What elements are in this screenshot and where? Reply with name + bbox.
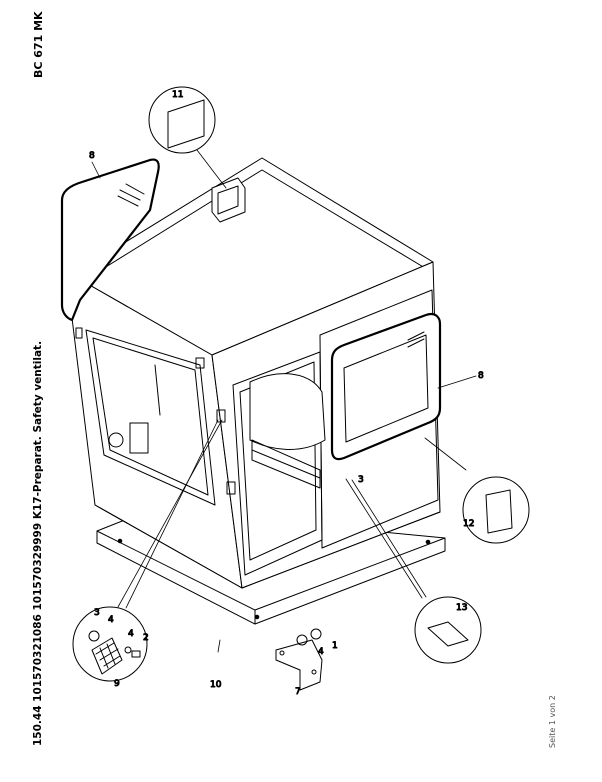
- detail-circle-12: [462, 476, 530, 544]
- callout-9: 9: [114, 679, 120, 689]
- detail-circle-9: [72, 606, 148, 682]
- window-pane-top-left: [60, 158, 160, 322]
- bracket-assembly: [275, 628, 323, 691]
- callout-3: 3: [94, 608, 100, 618]
- detail-circle-13: [414, 596, 482, 664]
- callout-4a: 4: [108, 615, 114, 625]
- callout-8-right: 8: [478, 371, 484, 381]
- cabin-body: [71, 157, 441, 589]
- callout-4c: 4: [318, 647, 324, 657]
- callout-3-door: 3: [358, 475, 364, 485]
- callout-12: 12: [463, 519, 474, 529]
- callout-1: 1: [332, 641, 338, 651]
- callout-7: 7: [295, 687, 301, 697]
- callout-8-left: 8: [89, 151, 95, 161]
- callout-10: 10: [210, 680, 222, 690]
- leader-lines: [91, 149, 477, 684]
- callout-2: 2: [143, 633, 149, 643]
- callout-11: 11: [172, 90, 183, 100]
- callout-4b: 4: [128, 629, 134, 639]
- callout-13: 13: [456, 603, 467, 613]
- window-pane-door: [330, 312, 442, 461]
- detail-circle-11: [148, 86, 216, 154]
